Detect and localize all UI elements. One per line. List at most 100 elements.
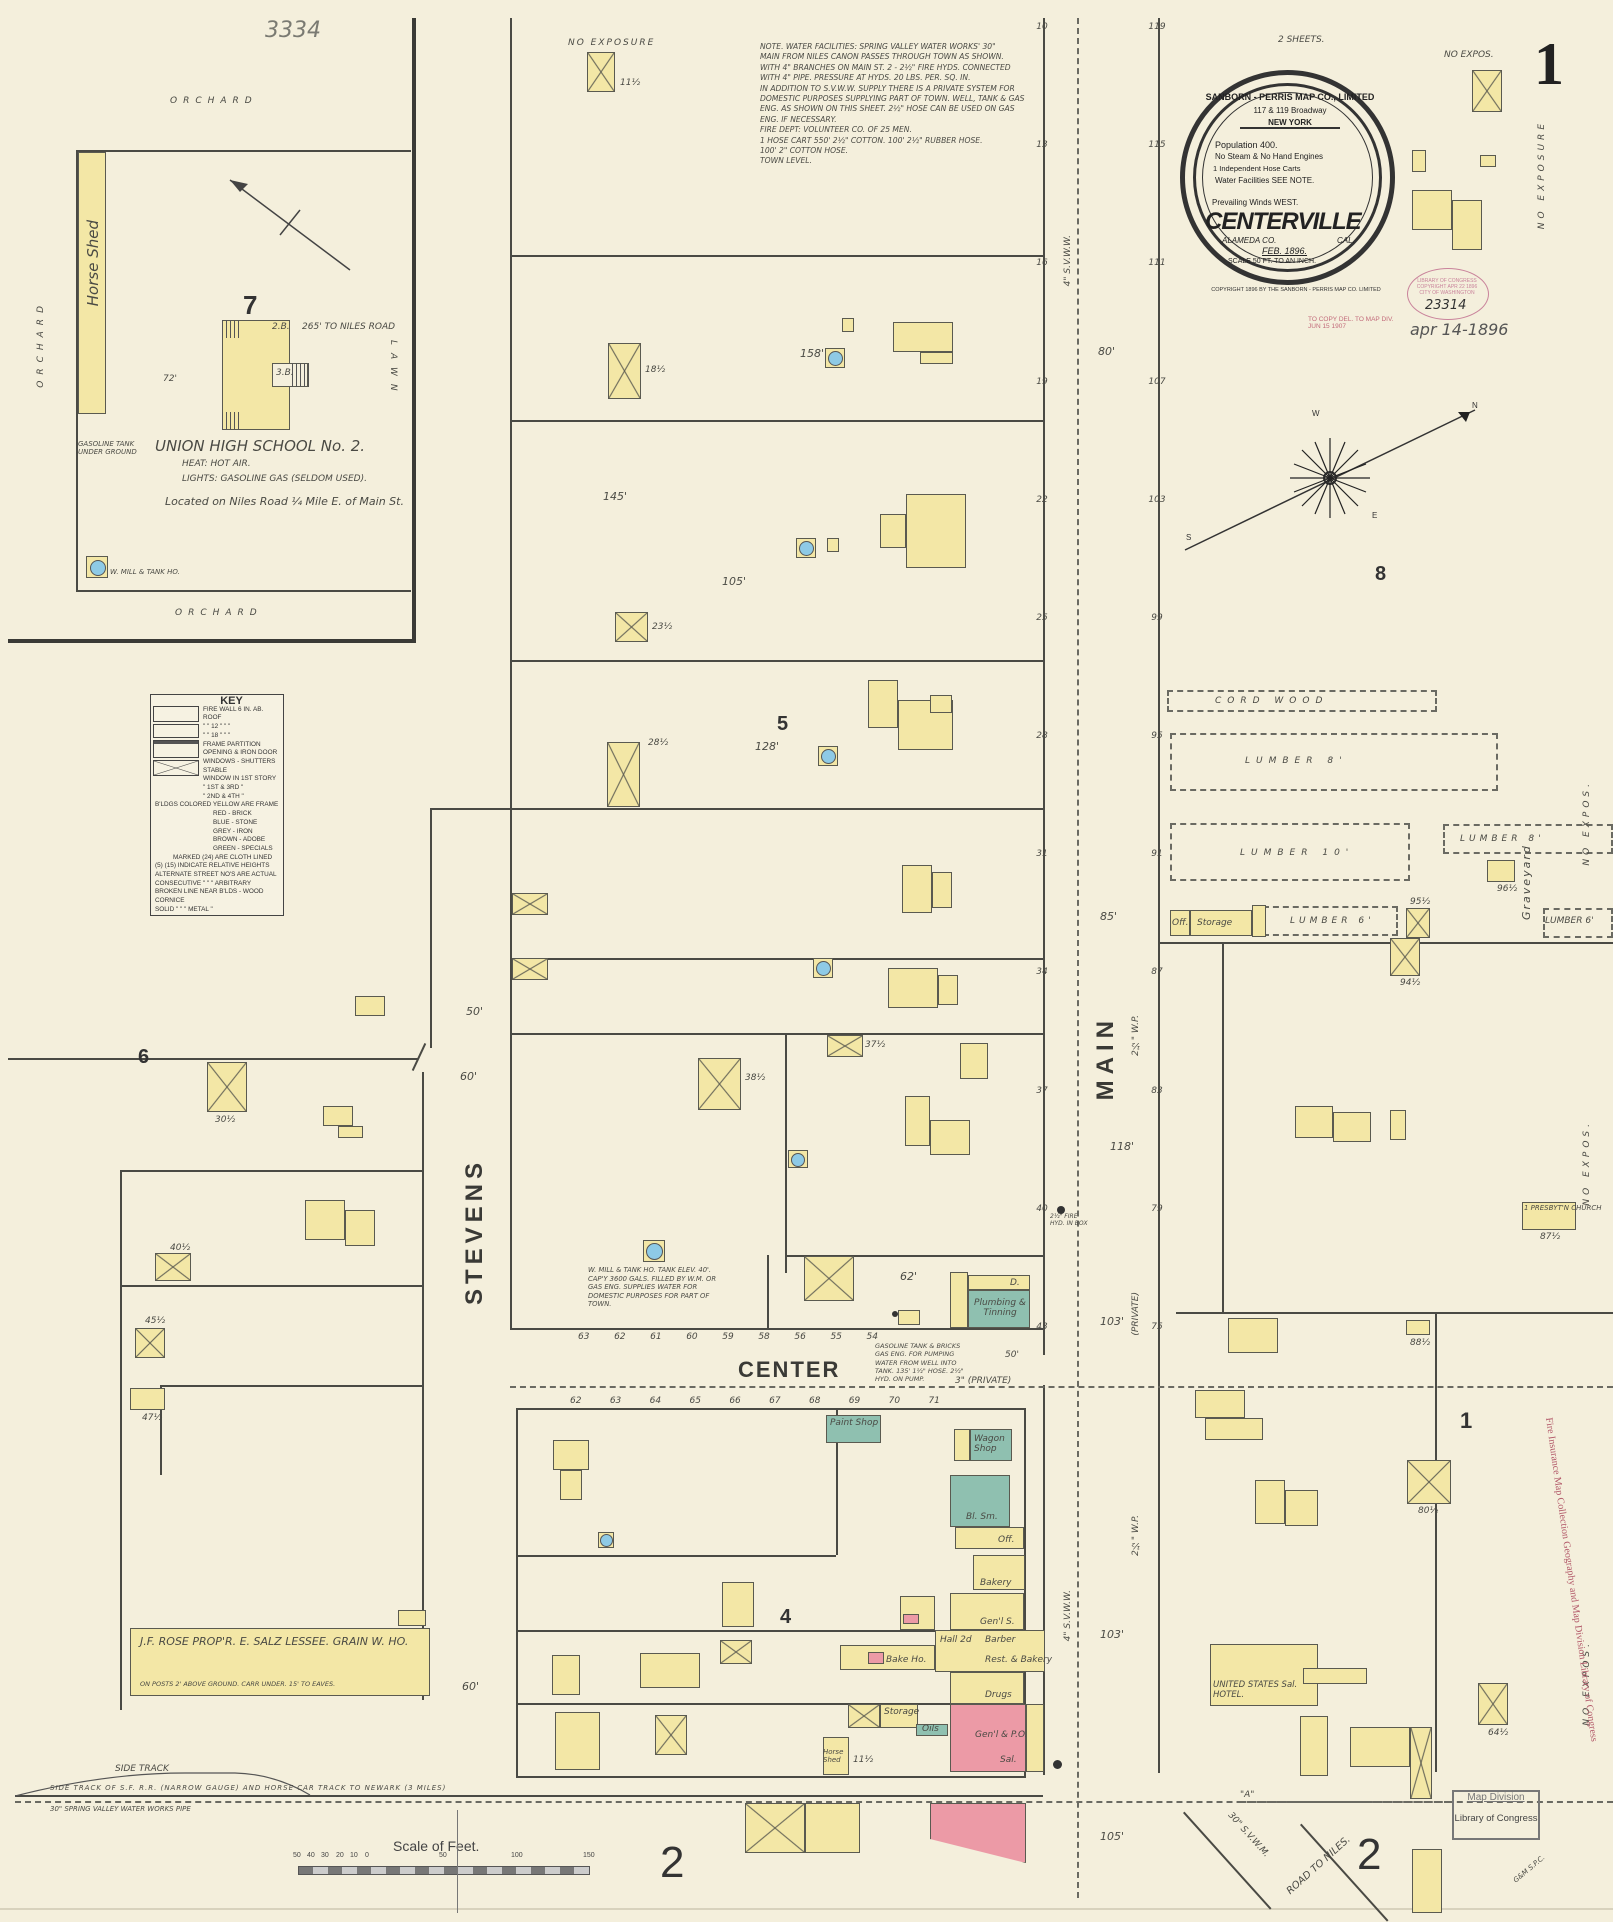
title-county: ALAMEDA CO. (1222, 236, 1277, 245)
lumber-10-label: LUMBER 10' (1240, 848, 1355, 858)
private-label: (PRIVATE) (1131, 1292, 1141, 1336)
dwelling-d-label: D. (1010, 1278, 1020, 1288)
dwelling-12b (560, 1470, 582, 1500)
sheet-number: 1 (1534, 31, 1564, 97)
lumber-6b-label: LUMBER 6' (1545, 916, 1594, 926)
inset-frame (8, 18, 416, 643)
inset-orchard-top: ORCHARD (170, 96, 258, 106)
stevens-east-line (510, 808, 512, 1328)
storage-label: Storage (884, 1707, 920, 1717)
horse-shed-2-label: Horse Shed (823, 1748, 844, 1764)
stable-lumber (1406, 908, 1430, 938)
key-symbol-column (153, 706, 199, 826)
dwelling-8 (950, 1272, 968, 1328)
note-line: TOWN LEVEL. (760, 156, 812, 166)
map-key: KEY FIRE WALL 6 IN. AB. ROOF " " 12 " " … (150, 694, 284, 916)
hall-barber (935, 1630, 1045, 1672)
main-width-1: 80' (1098, 345, 1116, 358)
key-entry: MARKED (24) ARE CLOTH LINED (173, 853, 273, 861)
street-number: 55 (830, 1332, 842, 1342)
key-entry: GREEN - SPECIALS (213, 844, 273, 852)
svww-label-south: 4" S.V.W.W. (1063, 1590, 1073, 1642)
block1-west-inner (1222, 942, 1224, 1312)
main-st-west-line-south (1043, 1385, 1045, 1775)
horse-shed (78, 152, 106, 414)
block-number-2b: 2 (1357, 1830, 1382, 1879)
dwelling-14 (640, 1653, 700, 1688)
height-10: 47½ (142, 1413, 163, 1423)
street-number: 19 (1036, 376, 1048, 387)
dim-158: 158' (800, 347, 825, 360)
dim-62: 62' (900, 1270, 918, 1283)
hotel-annex (1300, 1716, 1328, 1776)
stable-14 (655, 1715, 687, 1755)
title-copyright: COPYRIGHT 1896 BY THE SANBORN - PERRIS M… (1211, 287, 1381, 293)
key-entry: " 1ST & 3RD " (203, 784, 244, 792)
stable-b6 (1478, 1683, 1508, 1725)
saloon-label: Sal. (1000, 1755, 1017, 1765)
street-number: 75 (1151, 1321, 1163, 1332)
stevens-west-line-a (430, 808, 432, 1048)
street-number: 70 (888, 1396, 901, 1406)
key-entry: ALTERNATE STREET NO'S ARE ACTUAL (155, 871, 277, 879)
title-cartouche (1180, 70, 1395, 285)
lot-line-5 (510, 958, 1043, 960)
wp-label-2: 2½" W.P. (1131, 1515, 1141, 1556)
school-stairs-b (222, 412, 242, 430)
street-number: 31 (1036, 849, 1048, 860)
key-entry: WINDOW IN 1ST STORY (203, 775, 277, 783)
block4-north-line (516, 1408, 1026, 1410)
stable-b5 (1410, 1727, 1432, 1799)
dwelling-b5 (1350, 1727, 1410, 1767)
dim-145: 145' (603, 490, 628, 503)
key-entry: SOLID " " " METAL " (155, 905, 213, 913)
street-number: 54 (866, 1332, 878, 1342)
stevens-west-line-b (422, 1072, 424, 1700)
main-width-5: 103' (1100, 1628, 1125, 1641)
scale-tick: 150 (583, 1852, 595, 1859)
school-location: Located on Niles Road ¼ Mile E. of Main … (165, 495, 404, 508)
note-line: WITH 4" BRANCHES ON MAIN ST. 2 - 2½" FIR… (760, 62, 1011, 72)
height-14: 94½ (1400, 978, 1421, 988)
note-line: IN ADDITION TO S.V.W.W. SUPPLY THERE IS … (760, 83, 1015, 93)
stevens-width-3: 60' (462, 1680, 480, 1693)
gm-mark: G&M S.P.C. (1511, 1853, 1547, 1885)
stable-8 (512, 893, 548, 915)
key-roof-box (153, 724, 199, 738)
street-number: 56 (794, 1332, 806, 1342)
private-pipe-center (510, 1386, 1613, 1388)
dwelling-11b (345, 1210, 375, 1246)
note-line: 100' 2" COTTON HOSE. (760, 146, 849, 156)
scale-tick: 0 (365, 1852, 369, 1859)
scale-tick: 10 (350, 1852, 358, 1859)
street-number: 16 (1036, 258, 1048, 269)
dim-128: 128' (755, 740, 780, 753)
dwelling-5b (938, 975, 958, 1005)
stable-b1 (1390, 938, 1420, 976)
church-height: 87½ (1540, 1232, 1561, 1242)
height-11: 11½ (853, 1755, 874, 1765)
blacksmith-shop (950, 1475, 1010, 1527)
svg-text:W: W (1312, 409, 1320, 418)
title-date: FEB. 1896. (1262, 246, 1308, 256)
outbuilding-b1 (1390, 1110, 1406, 1140)
street-number: 99 (1151, 612, 1163, 623)
sheet-divider-south (457, 1810, 458, 1913)
lot-line-1 (510, 255, 1043, 257)
note-line: MAIN FROM NILES CANON PASSES THROUGH TOW… (760, 52, 1004, 62)
handwritten-date: apr 14-1896 (1410, 320, 1509, 339)
dwelling-11 (305, 1200, 345, 1240)
warehouse-south (805, 1803, 860, 1853)
plumbing-shop (968, 1290, 1030, 1328)
oven-1 (903, 1614, 919, 1624)
dwelling-2 (906, 494, 966, 568)
general-store-label: Gen'l S. (980, 1617, 1015, 1627)
street-number: 34 (1036, 967, 1048, 978)
street-number: 95 (1151, 731, 1163, 742)
lawn-label: LAWN (388, 340, 398, 399)
sheet-bottom-edge (0, 1908, 1613, 1910)
main-st-west-line (1043, 18, 1045, 1355)
niles-road-west (1183, 1811, 1272, 1910)
note-line: WITH 4" PIPE. PRESSURE AT HYDS. 20 LBS. … (760, 73, 971, 83)
scale-tick: 40 (307, 1852, 315, 1859)
